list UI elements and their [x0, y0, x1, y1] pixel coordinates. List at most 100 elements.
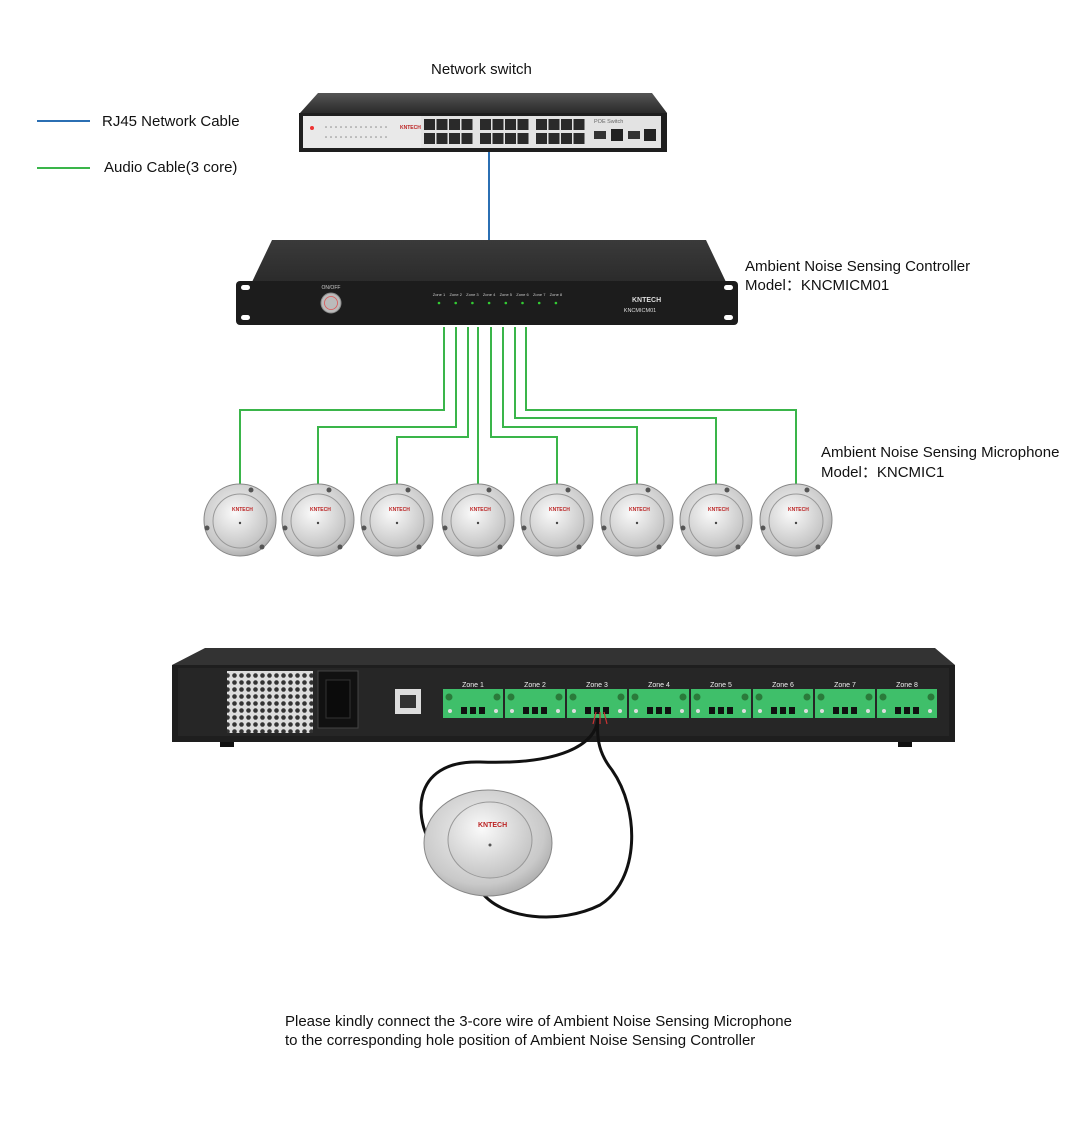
switch-port	[505, 133, 516, 144]
switch-port	[517, 119, 529, 130]
microphone-brand: KNTECH	[629, 507, 650, 513]
network-switch: KNTECH POE Switch	[299, 93, 667, 152]
microphone-model-label: Model：	[821, 464, 877, 481]
switch-port	[424, 119, 435, 130]
microphone-model-value: KNCMIC1	[876, 464, 945, 481]
switch-port	[517, 133, 529, 144]
microphone-brand: KNTECH	[389, 507, 410, 513]
microphone-detail: KNTECH	[419, 711, 634, 919]
microphone: KNTECH	[520, 483, 594, 557]
zone-led	[554, 301, 558, 305]
controller-model-value: KNCMICM01	[800, 277, 890, 294]
terminal-block[interactable]	[753, 689, 813, 718]
rear-zone-label: Zone 3	[586, 682, 608, 689]
switch-port	[461, 119, 473, 130]
microphone: KNTECH	[759, 483, 833, 557]
instruction-line-2: to the corresponding hole position of Am…	[285, 1032, 756, 1049]
terminal-block[interactable]	[443, 689, 503, 718]
controller-name: Ambient Noise Sensing Controller	[745, 258, 971, 275]
power-button[interactable]	[320, 292, 342, 314]
zone-led	[454, 301, 458, 305]
rear-zone-label: Zone 5	[710, 682, 732, 689]
switch-port	[461, 133, 473, 144]
rear-zone-label: Zone 2	[524, 682, 546, 689]
controller-zone-label: Zone 6	[516, 292, 529, 297]
microphone: KNTECH	[600, 483, 674, 557]
zone-led	[521, 301, 524, 305]
switch-brand: KNTECH	[400, 125, 421, 131]
switch-port	[548, 119, 560, 130]
noise-controller-rear: Zone 1 Zone 2 Zone 3 Zone 4 Zone 5 Zone 6 Zone…	[172, 648, 955, 747]
switch-port	[449, 133, 460, 144]
audio-cable	[490, 327, 558, 484]
microphone-brand: KNTECH	[708, 507, 729, 513]
switch-port	[561, 119, 572, 130]
microphone-row: KNTECH KNTECH KNTECH KNTECH KNTECH KNTECH KNTE…	[203, 483, 833, 557]
switch-port	[573, 133, 585, 144]
switch-port	[449, 119, 460, 130]
switch-panel-label: POE Switch	[594, 119, 623, 125]
audio-cable	[396, 327, 469, 484]
audio-cable	[317, 327, 457, 484]
switch-port	[480, 133, 491, 144]
controller-zone-label: Zone 8	[550, 292, 563, 297]
controller-zone-label: Zone 2	[449, 292, 462, 297]
microphone: KNTECH	[441, 483, 515, 557]
controller-zone-label: Zone 3	[466, 292, 479, 297]
controller-zone-label: Zone 5	[500, 292, 513, 297]
microphone: KNTECH	[679, 483, 753, 557]
zone-led	[437, 301, 441, 305]
switch-port	[536, 133, 547, 144]
terminal-block[interactable]	[629, 689, 689, 718]
audio-cable	[239, 327, 445, 484]
terminal-block[interactable]	[567, 689, 627, 718]
fan-grill	[227, 671, 313, 733]
rear-zone-label: Zone 1	[462, 682, 484, 689]
microphone-name: Ambient Noise Sensing Microphone	[821, 444, 1060, 461]
microphone-brand: KNTECH	[549, 507, 570, 513]
switch-port	[480, 119, 491, 130]
switch-port	[548, 133, 560, 144]
microphone-detail-brand: KNTECH	[478, 822, 507, 829]
audio-cable	[502, 327, 638, 484]
instruction-line-1: Please kindly connect the 3-core wire of…	[285, 1013, 792, 1030]
controller-zone-label: Zone 7	[533, 292, 546, 297]
switch-port	[561, 133, 572, 144]
microphone: KNTECH	[203, 483, 277, 557]
rear-zone-label: Zone 6	[772, 682, 794, 689]
terminal-block[interactable]	[505, 689, 565, 718]
power-label: ON/OFF	[322, 285, 341, 291]
rear-zone-label: Zone 8	[896, 682, 918, 689]
switch-port	[505, 119, 516, 130]
microphone: KNTECH	[281, 483, 355, 557]
microphone-model: Model：KNCMIC1	[821, 463, 944, 482]
switch-port	[492, 119, 504, 130]
terminal-block[interactable]	[877, 689, 937, 718]
controller-model-label: Model：	[745, 277, 801, 294]
zone-led	[537, 301, 541, 305]
microphone: KNTECH	[360, 483, 434, 557]
terminal-block[interactable]	[691, 689, 751, 718]
zone-led	[487, 301, 491, 305]
zone-led	[504, 301, 508, 305]
switch-port	[424, 133, 435, 144]
rear-zone-label: Zone 4	[648, 682, 670, 689]
zone-led	[471, 301, 474, 305]
rear-zone-label: Zone 7	[834, 682, 856, 689]
audio-cables	[239, 327, 797, 484]
controller-zone-label: Zone 1	[433, 292, 446, 297]
microphone-brand: KNTECH	[232, 507, 253, 513]
controller-panel-model: KNCMICM01	[624, 308, 656, 314]
network-switch-title: Network switch	[431, 61, 532, 78]
audio-cable	[525, 327, 797, 484]
switch-port	[492, 133, 504, 144]
terminal-block[interactable]	[815, 689, 875, 718]
legend-network-label: RJ45 Network Cable	[102, 113, 240, 130]
switch-port	[436, 133, 448, 144]
microphone-brand: KNTECH	[310, 507, 331, 513]
controller-model: Model：KNCMICM01	[745, 276, 889, 295]
audio-cable	[514, 327, 717, 484]
legend-audio-label: Audio Cable(3 core)	[104, 159, 238, 176]
